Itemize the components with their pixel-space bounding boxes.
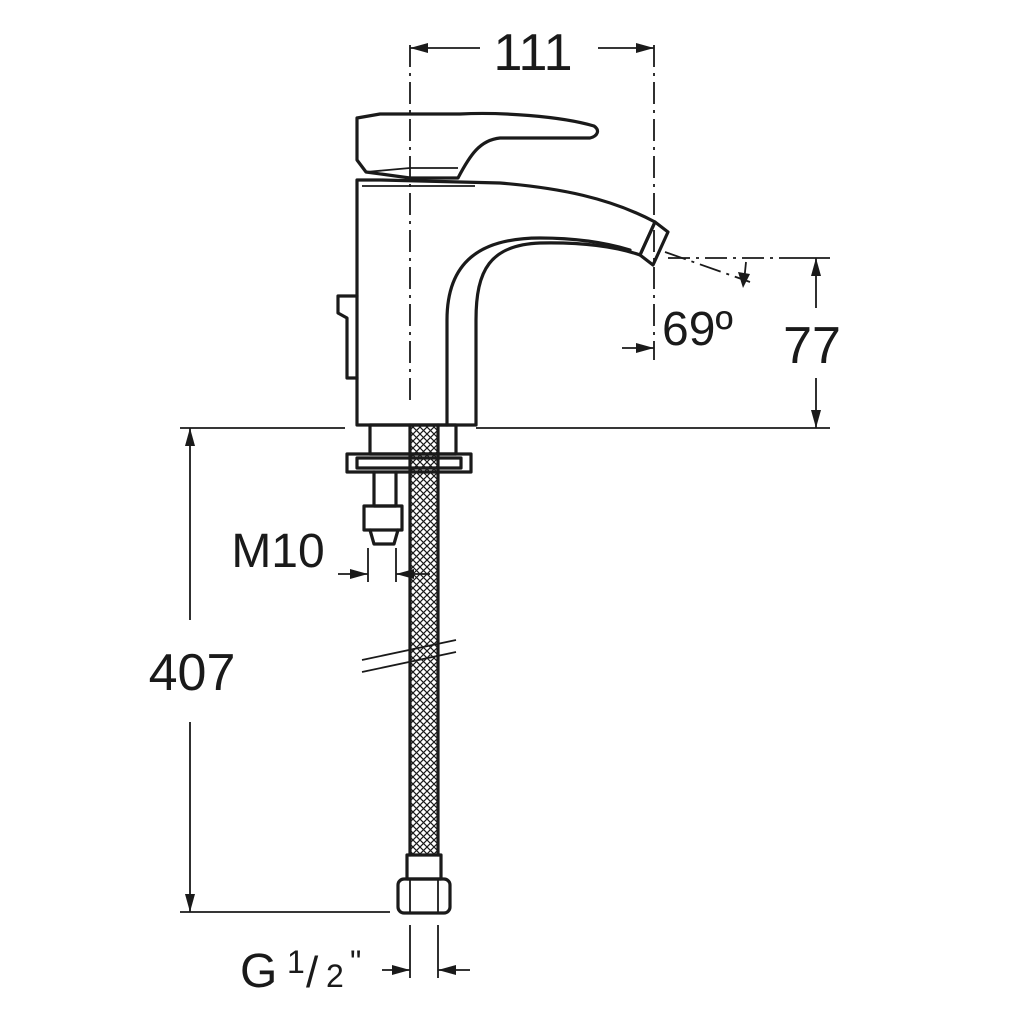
hose-nut-detail (409, 880, 439, 912)
dimension-spray-angle: 69º (622, 261, 750, 356)
flexible-hose (396, 423, 452, 915)
stud-tip (368, 528, 400, 546)
spray-nozzle (638, 220, 670, 267)
dimension-fixing-thread: M10 (231, 525, 430, 582)
popup-rod (336, 294, 359, 380)
popup-rod-outline (336, 294, 359, 380)
spout-height-label: 77 (783, 317, 841, 375)
hose-braid (410, 425, 438, 855)
hose-ferrule (405, 853, 443, 881)
dimension-spout-height: 77 (783, 258, 841, 428)
length-break-symbol (361, 639, 457, 673)
spout-reach-label: 111 (493, 24, 572, 82)
faucet-body (355, 178, 670, 427)
fixing-thread-label: M10 (231, 525, 324, 578)
dimension-spout-reach: 111 (410, 24, 654, 82)
reference-lines (180, 45, 830, 913)
lever-base-line (365, 167, 458, 173)
dimension-total-height: 407 (149, 428, 236, 912)
fixing-stud (372, 470, 398, 508)
lever-handle-outline (355, 111, 600, 180)
dimension-connection-thread: G 1 / 2 " (240, 925, 470, 998)
spray-angle-label: 69º (662, 303, 733, 356)
fixing-nut (362, 504, 404, 532)
lever-handle (355, 111, 600, 180)
spray-angle-line (664, 251, 751, 283)
faucet-body-outline (355, 178, 657, 427)
spout-inner-curve (445, 236, 632, 427)
connection-thread-label: G 1 / 2 " (240, 931, 361, 998)
total-height-label: 407 (149, 644, 236, 702)
hose-end-nut (396, 877, 452, 915)
